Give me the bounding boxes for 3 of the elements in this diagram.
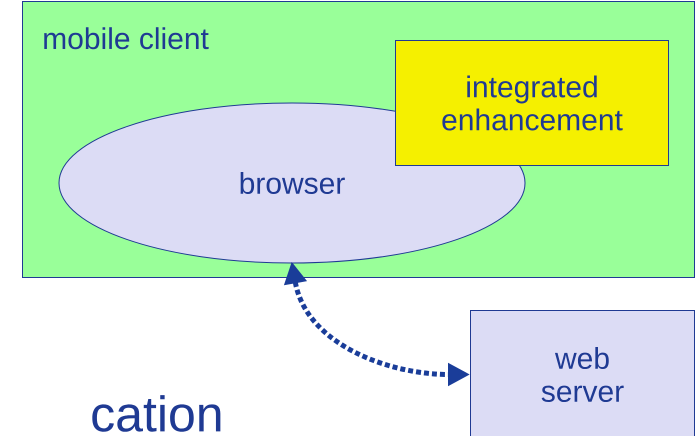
server-box: web server (470, 310, 695, 436)
heading-text: cation (92, 395, 220, 432)
process-box: integrated enhancement (395, 40, 669, 166)
